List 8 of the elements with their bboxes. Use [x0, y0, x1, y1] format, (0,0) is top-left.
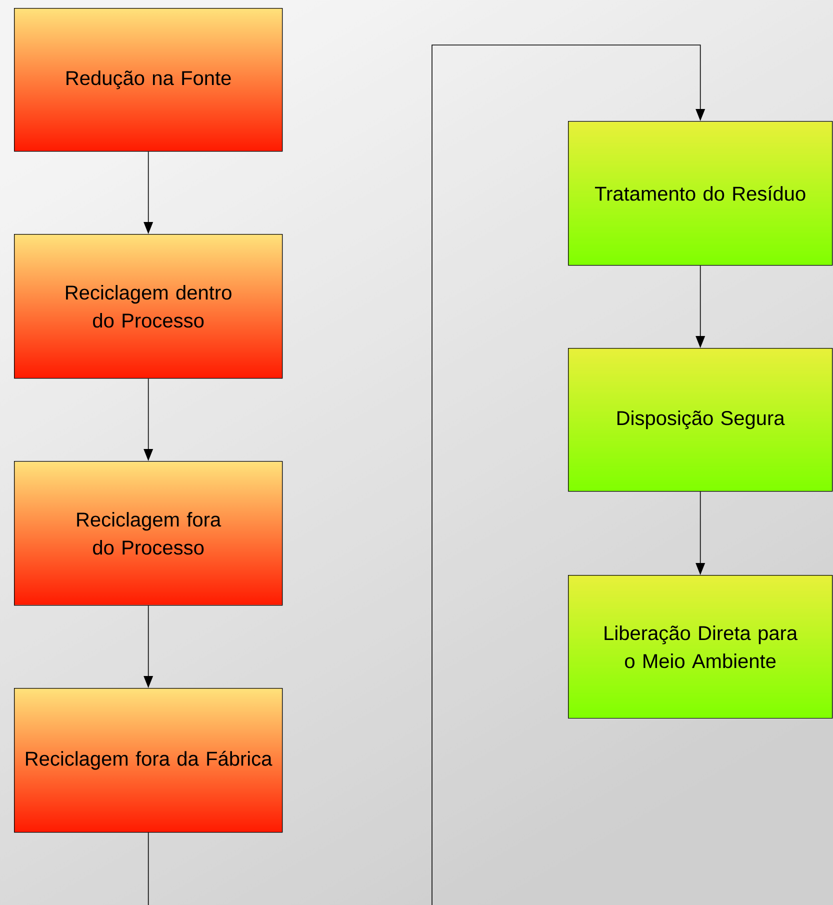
process-box: Liberação Direta para o Meio Ambiente [568, 575, 833, 719]
process-box: Reciclagem fora da Fábrica [14, 688, 283, 833]
process-box: Disposição Segura [568, 348, 833, 492]
process-box: Tratamento do Resíduo [568, 121, 833, 266]
process-box: Redução na Fonte [14, 8, 283, 152]
process-box: Reciclagem dentro do Processo [14, 234, 283, 379]
process-box: Reciclagem fora do Processo [14, 461, 283, 606]
arrow [432, 44, 706, 905]
